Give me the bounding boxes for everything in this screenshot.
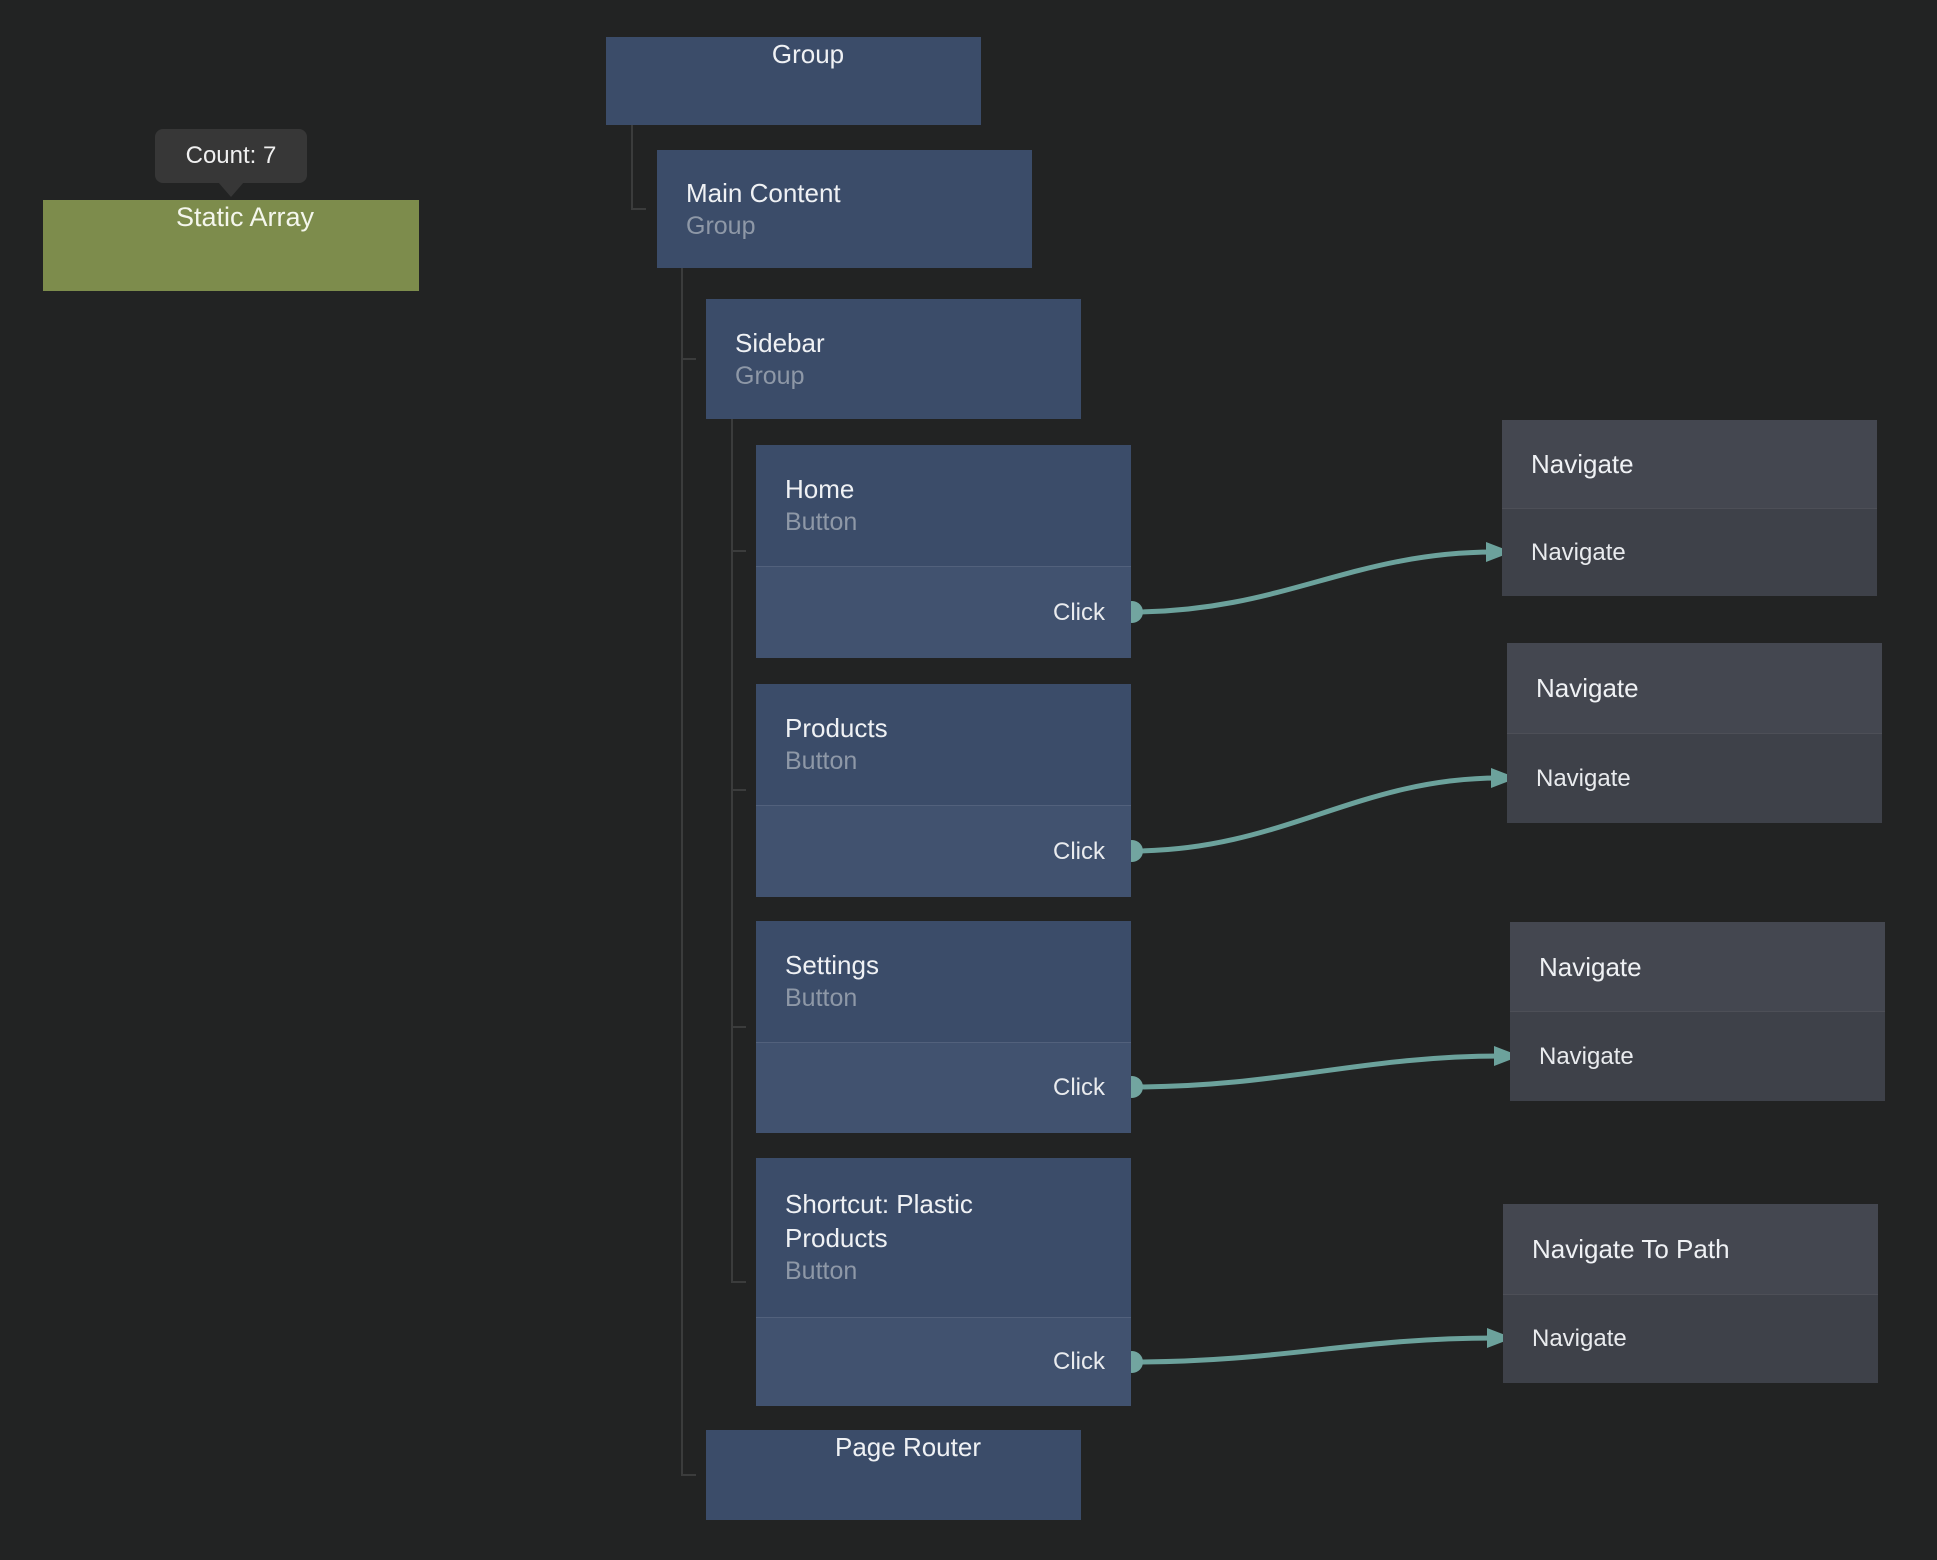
node-page-router[interactable]: Page Router <box>706 1430 1081 1520</box>
node-navigate-to-path[interactable]: Navigate To Path Navigate <box>1503 1204 1878 1383</box>
input-port-label-navigate[interactable]: Navigate <box>1531 538 1626 566</box>
node-title: Page Router <box>835 1432 981 1462</box>
node-type-label: Button <box>785 508 858 536</box>
node-title: Group <box>771 39 845 69</box>
node-type-label: Button <box>785 747 858 775</box>
wire-products-click-to-navigate[interactable] <box>1131 775 1500 854</box>
node-title: Home <box>785 474 855 504</box>
node-title: Settings <box>785 950 879 980</box>
output-port-label-click[interactable]: Click <box>1053 1074 1105 1101</box>
node-title: Navigate To Path <box>1532 1234 1730 1264</box>
node-products[interactable]: Products Button Click <box>756 684 1131 897</box>
output-port-label-click[interactable]: Click <box>1053 1348 1105 1375</box>
node-group[interactable]: Group <box>606 37 981 125</box>
node-navigate-2[interactable]: Navigate Navigate <box>1507 643 1882 823</box>
node-title: Products <box>785 713 888 743</box>
node-settings[interactable]: Settings Button Click <box>756 921 1131 1133</box>
tree-line-group-to-main-content <box>631 125 646 210</box>
node-navigate-3[interactable]: Navigate Navigate <box>1510 922 1885 1101</box>
output-port-label-click[interactable]: Click <box>1053 837 1105 865</box>
node-title: Navigate <box>1536 673 1639 703</box>
node-type-label: Button <box>785 1257 858 1285</box>
node-type-label: Group <box>686 211 756 240</box>
input-port-label-navigate[interactable]: Navigate <box>1536 764 1631 792</box>
tree-line-main-content-children <box>681 268 696 1476</box>
node-type-label: Group <box>735 361 805 390</box>
count-tooltip-text: Count: 7 <box>185 142 277 169</box>
tree-line-sidebar-children <box>731 419 746 1283</box>
node-title: Shortcut: Plastic Products <box>785 1189 973 1253</box>
tooltip-arrow-icon <box>218 182 244 197</box>
node-type-label: Button <box>785 984 858 1012</box>
count-tooltip: Count: 7 <box>155 129 307 197</box>
node-title: Main Content <box>686 177 841 208</box>
input-port-label-navigate[interactable]: Navigate <box>1532 1325 1627 1352</box>
node-title: Static Array <box>175 202 315 232</box>
wire-shortcut-click-to-navigate-to-path[interactable] <box>1131 1335 1496 1365</box>
node-shortcut-plastic-products[interactable]: Shortcut: Plastic Products Button Click <box>756 1158 1131 1406</box>
node-sidebar[interactable]: Sidebar Group <box>706 299 1081 419</box>
node-title: Navigate <box>1531 449 1634 479</box>
wire-home-click-to-navigate[interactable] <box>1131 549 1495 615</box>
node-title: Sidebar <box>735 327 825 358</box>
wire-settings-click-to-navigate[interactable] <box>1131 1053 1503 1090</box>
node-static-array[interactable]: Static Array <box>43 200 419 291</box>
node-home[interactable]: Home Button Click <box>756 445 1131 658</box>
output-port-label-click[interactable]: Click <box>1053 598 1105 626</box>
node-main-content[interactable]: Main Content Group <box>657 150 1032 268</box>
node-title: Navigate <box>1539 951 1642 982</box>
input-port-label-navigate[interactable]: Navigate <box>1539 1042 1634 1070</box>
node-navigate-1[interactable]: Navigate Navigate <box>1502 420 1877 596</box>
